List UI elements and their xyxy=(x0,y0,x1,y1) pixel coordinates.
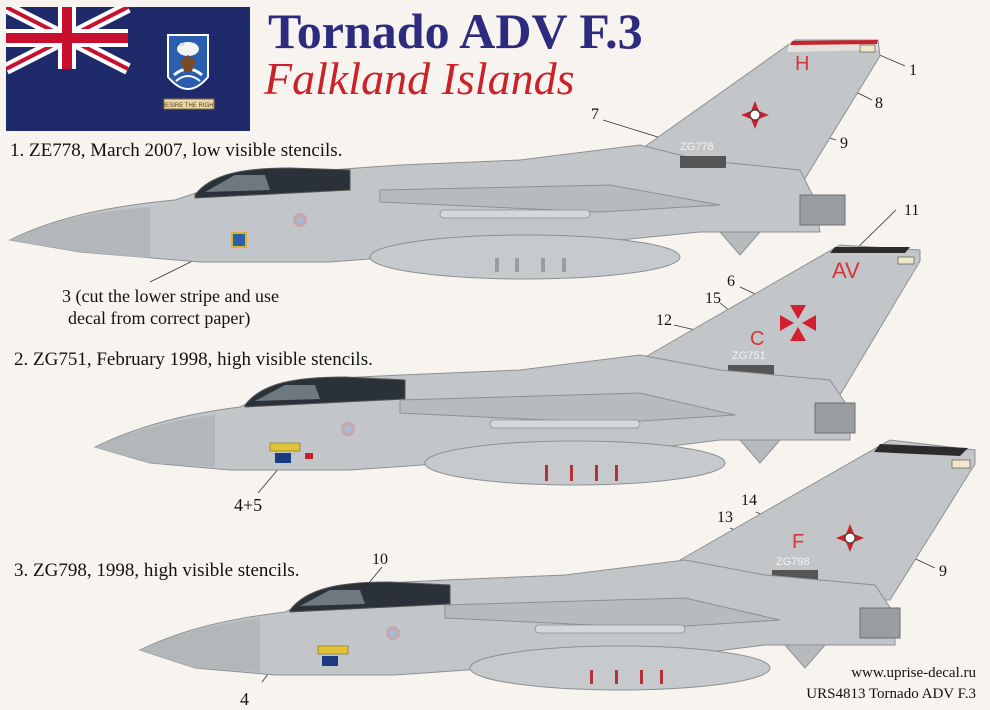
callout-9b: 9 xyxy=(939,563,947,580)
footer-product: URS4813 Tornado ADV F.3 xyxy=(806,686,976,702)
aircraft-profile-3: F ZG798 xyxy=(138,439,976,691)
stag-badge-icon xyxy=(836,524,864,552)
tail-code-letter: F xyxy=(792,531,804,553)
callout-12: 12 xyxy=(656,312,672,329)
callout-1: 1 xyxy=(909,62,917,79)
callout-11: 11 xyxy=(904,202,920,219)
decal-note-4: 4 xyxy=(240,689,249,709)
flag-motto: DESIRE THE RIGHT xyxy=(161,103,218,109)
stag-badge-icon xyxy=(741,101,769,129)
tail-code-letter: C xyxy=(750,328,764,350)
aircraft-profile-2: AV C ZG751 xyxy=(93,209,921,494)
callout-9: 9 xyxy=(840,135,848,152)
red-maltese-cross-icon xyxy=(780,305,816,341)
variant-3-caption: 3. ZG798, 1998, high visible stencils. xyxy=(14,560,300,581)
callout-10: 10 xyxy=(372,551,388,568)
decal-note-3: 3 (cut the lower stripe and use decal fr… xyxy=(62,285,279,329)
callout-13: 13 xyxy=(717,509,733,526)
variant-2-caption: 2. ZG751, February 1998, high visible st… xyxy=(14,349,373,370)
callout-14: 14 xyxy=(741,492,757,509)
serial-number: ZG778 xyxy=(680,141,714,153)
decal-note-line: decal from correct paper) xyxy=(68,308,251,328)
variant-1-caption: 1. ZE778, March 2007, low visible stenci… xyxy=(10,140,343,161)
aircraft-profile-1: H ZG778 xyxy=(8,39,906,283)
page-title: Tornado ADV F.3 xyxy=(268,3,643,59)
callout-8: 8 xyxy=(875,95,883,112)
tail-code-letter: H xyxy=(795,53,809,75)
page-subtitle: Falkland Islands xyxy=(264,53,575,104)
serial-number: ZG798 xyxy=(776,556,810,568)
callout-15: 15 xyxy=(705,290,721,307)
decal-note-4-5: 4+5 xyxy=(234,495,263,515)
falklands-flag-icon: DESIRE THE RIGHT xyxy=(6,7,250,131)
callout-6: 6 xyxy=(727,273,735,290)
footer-url: www.uprise-decal.ru xyxy=(851,665,976,681)
callout-7: 7 xyxy=(591,106,599,123)
decal-note-line: 3 (cut the lower stripe and use xyxy=(62,286,279,306)
tail-squadron-code: AV xyxy=(832,258,860,283)
serial-number: ZG751 xyxy=(732,350,766,362)
